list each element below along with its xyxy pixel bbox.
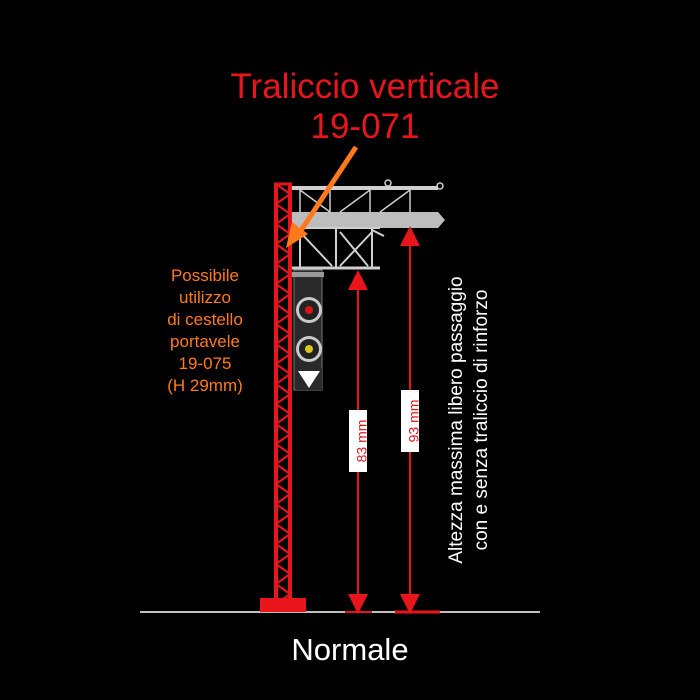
mast-member (275, 563, 291, 575)
pointer-arrow (286, 145, 359, 248)
mast-member (275, 383, 291, 395)
mast-member (275, 463, 291, 475)
title-line1: Traliccio verticale (230, 67, 500, 106)
dimension-93-label: 93 mm (406, 400, 422, 443)
bottom-caption: Normale (291, 632, 409, 667)
note-block: Possibile utilizzo di cestello portavele… (150, 265, 260, 397)
mast-member (275, 193, 291, 205)
mast-member (275, 513, 291, 525)
mast-member (275, 583, 291, 595)
clearance-caption-line1: Altezza massima libero passaggio (446, 276, 467, 563)
mast-member (275, 363, 291, 375)
mast-member (275, 433, 291, 445)
note-line: utilizzo (179, 288, 231, 307)
mast-member (275, 303, 291, 315)
mast-member (275, 473, 291, 485)
mast-member (275, 403, 291, 415)
title-line2: 19-071 (310, 107, 420, 146)
mast-member (275, 493, 291, 505)
dimension-83 (345, 270, 372, 614)
mast-member (275, 313, 291, 325)
mast-member (275, 523, 291, 535)
mast-member (275, 553, 291, 565)
mast-member (275, 223, 291, 235)
mast-member (275, 293, 291, 305)
note-line: 19-075 (178, 354, 232, 373)
mast-member (275, 273, 291, 285)
mast-member (275, 263, 291, 275)
note-line: Possibile (170, 266, 240, 285)
mast-member (275, 483, 291, 495)
mast-member (275, 183, 291, 195)
mast-member (275, 323, 291, 335)
mast-member (275, 533, 291, 545)
clearance-caption-line2: con e senza traliccio di rinforzo (471, 290, 492, 551)
mast-member (275, 233, 291, 245)
lattice-mast (260, 182, 306, 612)
mast-member (275, 573, 291, 585)
mast-member (275, 283, 291, 295)
mast-member (275, 453, 291, 465)
note-line: di cestello (167, 310, 243, 329)
mast-member (275, 543, 291, 555)
mast-member (275, 373, 291, 385)
mast-member (275, 253, 291, 265)
mast-member (275, 333, 291, 345)
gantry-bridge (288, 179, 445, 270)
mast-member (275, 443, 291, 455)
mast-member (275, 243, 291, 255)
mast-member (275, 213, 291, 225)
mast-member (275, 353, 291, 365)
signal-head (292, 269, 324, 391)
mast-member (275, 413, 291, 425)
mast-member (275, 343, 291, 355)
mast-member (275, 503, 291, 515)
mast-member (275, 593, 291, 605)
dimension-93 (395, 226, 440, 614)
mast-member (275, 203, 291, 215)
note-line: (H 29mm) (167, 376, 243, 395)
mast-member (275, 423, 291, 435)
dimension-83-label: 83 mm (354, 420, 370, 463)
mast-member (275, 393, 291, 405)
note-line: portavele (170, 332, 240, 351)
